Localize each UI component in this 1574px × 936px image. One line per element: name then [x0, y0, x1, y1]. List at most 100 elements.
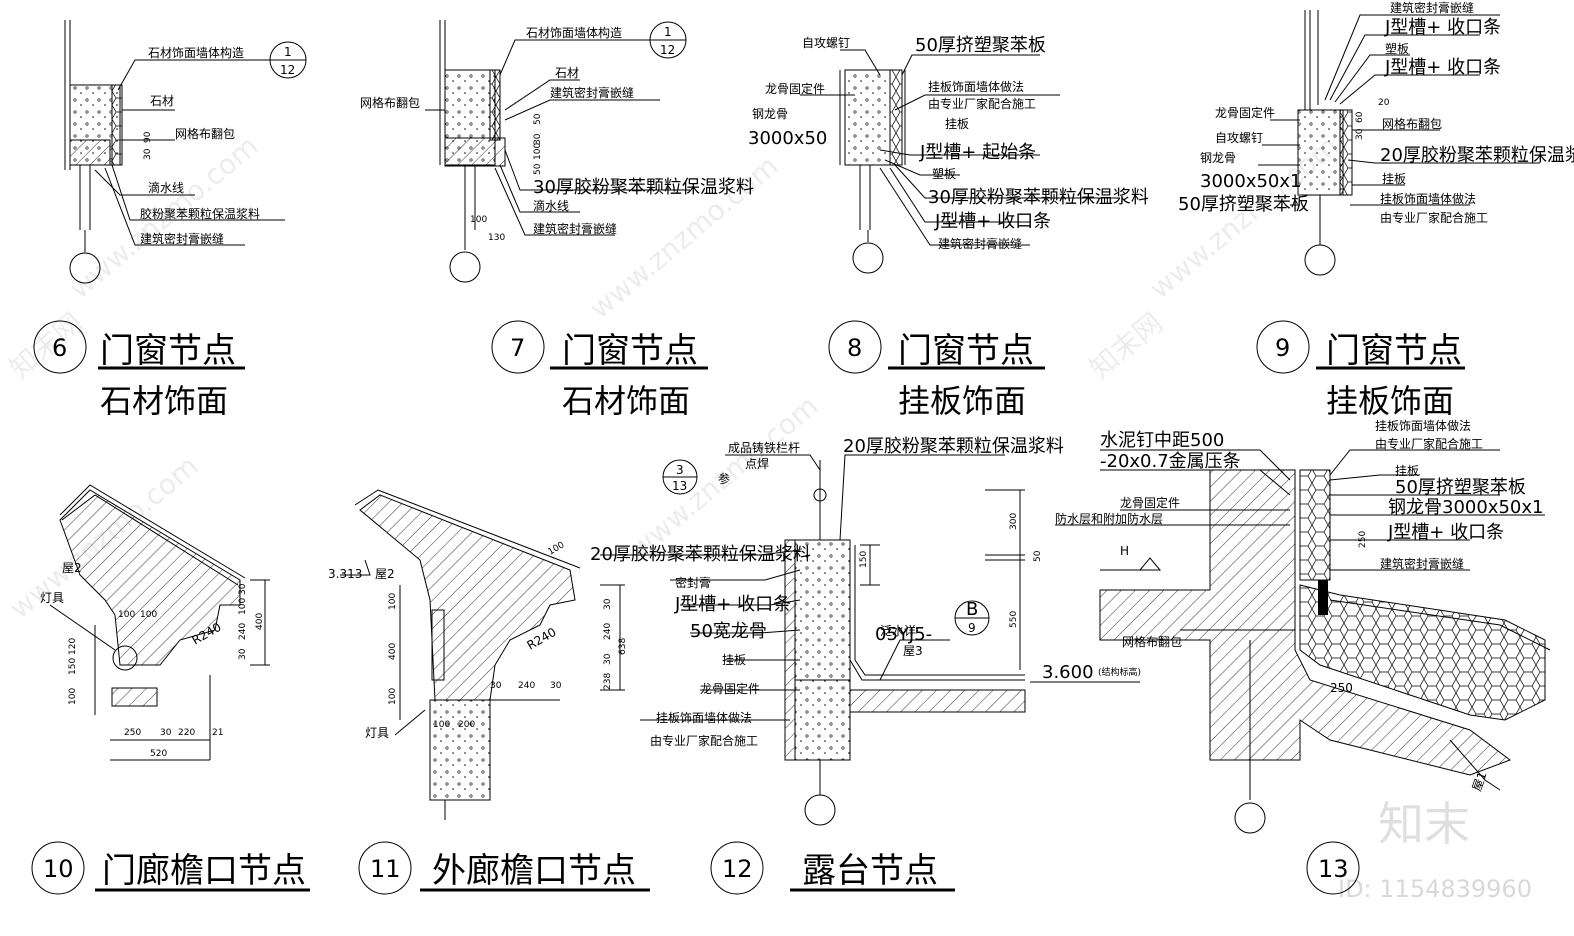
d7-label-2: 石材	[555, 66, 579, 80]
d8-number: 8	[847, 334, 862, 362]
d13-number-circle	[1306, 841, 1360, 895]
d7-title: 门窗节点	[562, 331, 698, 371]
d12-label-13: 05YJ5-	[875, 624, 932, 645]
d7-ref-bottom: 12	[660, 43, 675, 57]
d11-dim-1: 100	[547, 540, 567, 557]
d13-label-13: 屋1	[1470, 770, 1490, 793]
d11-dim-2: 400	[388, 643, 398, 660]
detail-12-axis-circle	[804, 794, 836, 826]
d6-ref-bottom: 12	[280, 63, 295, 77]
d10-dim-2: 120	[68, 638, 78, 655]
d6-dim-0: 90	[143, 131, 153, 143]
d8-label-11: J型槽+ 收口条	[934, 211, 1051, 232]
d12-label-8: 挂板	[722, 653, 746, 667]
d9-subtitle: 挂板饰面	[1326, 382, 1454, 420]
d6-label-0: 石材饰面墙体构造	[148, 45, 244, 60]
watermark-site-3: www.znzmo.com	[1143, 129, 1344, 305]
d8-label-0: 自攻螺钉	[802, 36, 850, 50]
d8-label-1: 50厚挤塑聚苯板	[915, 35, 1046, 56]
d11-dim-12: 638	[618, 638, 628, 655]
d12-number-circle	[710, 841, 764, 895]
d11-dim-6: 30	[550, 681, 562, 691]
d7-dim-0: 50	[533, 113, 543, 125]
d12-label-0: 成品铸铁栏杆	[728, 440, 800, 455]
d7-label-0: 石材饰面墙体构造	[526, 25, 622, 40]
d7-dim-1: 30	[533, 133, 543, 145]
detail-13: 水泥钉中距500 -20x0.7金属压条 挂板饰面墙体做法 由专业厂家配合施工 …	[1055, 418, 1551, 895]
d8-label-10: 30厚胶粉聚苯颗粒保温浆料	[928, 187, 1149, 208]
d11-dim-9: 30	[603, 598, 613, 610]
d9-label-1: J型槽+ 收口条	[1384, 17, 1501, 38]
d8-label-5: 挂板饰面墙体做法	[928, 79, 1024, 94]
d6-subtitle: 石材饰面	[100, 382, 228, 420]
d10-dim-0: 100	[118, 610, 135, 620]
d11-label-1: 屋2	[375, 567, 395, 581]
d9-label-13: 由专业厂家配合施工	[1380, 210, 1488, 225]
d11-dim-11: 30	[603, 653, 613, 665]
d10-title: 门廊檐口节点	[102, 851, 306, 891]
d7-dim-4: 100	[470, 215, 487, 225]
d6-label-5: 建筑密封膏嵌缝	[140, 231, 224, 246]
d7-dim-5: 130	[488, 233, 505, 243]
d10-dim-3: 150	[68, 658, 78, 675]
d11-number: 11	[370, 855, 401, 883]
d6-title: 门窗节点	[100, 331, 236, 371]
d8-label-7: 挂板	[945, 117, 969, 131]
d12-label-4: 20厚胶粉聚苯颗粒保温浆料	[590, 544, 811, 565]
d9-dim-0: 20	[1378, 98, 1390, 108]
d7-label-4: 30厚胶粉聚苯颗粒保温浆料	[533, 177, 754, 198]
d7-ref-top: 1	[664, 25, 672, 39]
d10-dim-5: 30	[238, 583, 248, 595]
d10-dim-13: 21	[212, 728, 223, 738]
d12-label-1: 点焊	[745, 456, 769, 471]
detail-8: 自攻螺钉 50厚挤塑聚苯板 龙骨固定件 钢龙骨 3000x50 挂板饰面墙体做法…	[748, 35, 1149, 420]
d10-dim-7: 240	[238, 623, 248, 640]
d13-label-12: 网格布翻包	[1122, 634, 1182, 649]
d8-label-8: J型槽+ 起始条	[919, 142, 1036, 163]
d13-dim-1: 250	[1330, 681, 1353, 695]
detail-6-axis-circle	[69, 252, 101, 284]
detail-10: 屋2 灯具 R240 100 100 120 150 100 30 100 24…	[31, 484, 310, 895]
d12-ref-bottom: 13	[672, 479, 687, 493]
d7-dim-2: 100	[533, 143, 543, 160]
watermark-id-text: ID: 1154839960	[1338, 875, 1532, 903]
d8-number-circle	[828, 320, 882, 374]
d12-label-9: 龙骨固定件	[700, 681, 760, 696]
d7-dim-3: 50	[533, 163, 543, 175]
d12-dim-3: 550	[1009, 611, 1019, 628]
d11-label-2: 灯具	[365, 726, 389, 740]
d13-label-10: H	[1120, 544, 1129, 558]
d13-label-3: 由专业厂家配合施工	[1375, 436, 1483, 451]
d10-number: 10	[43, 855, 74, 883]
d8-label-2: 龙骨固定件	[765, 81, 825, 96]
d9-dim-1: 60	[1355, 111, 1365, 123]
d7-label-3: 建筑密封膏嵌缝	[550, 85, 634, 100]
d12-label-10: 挂板饰面墙体做法	[656, 710, 752, 725]
watermark-logo-text: 知末	[1378, 797, 1470, 851]
d11-label-0: 3.313	[328, 567, 362, 581]
d9-dim-2: 30	[1355, 128, 1365, 140]
d12-label-14: 屋3	[903, 644, 923, 658]
d11-dim-8: 200	[458, 720, 475, 730]
d12-label-15: 3.600	[1042, 662, 1094, 683]
d10-dim-1: 100	[140, 610, 157, 620]
d8-label-6: 由专业厂家配合施工	[928, 96, 1036, 111]
d6-label-3: 滴水线	[148, 180, 184, 195]
d13-label-7: 钢龙骨3000x50x1	[1388, 497, 1543, 518]
d9-label-2: 塑板	[1385, 41, 1409, 56]
d12-label-16: (结构标高)	[1098, 666, 1141, 678]
d10-dim-9: 400	[255, 613, 265, 630]
d8-label-12: 建筑密封膏嵌缝	[938, 236, 1022, 251]
d12-label-11: 由专业厂家配合施工	[650, 733, 758, 748]
d7-label-1: 网格布翻包	[360, 95, 420, 110]
d13-number: 13	[1318, 855, 1349, 883]
d10-number-circle	[31, 841, 85, 895]
d9-label-10: 挂板	[1382, 172, 1406, 186]
d12-ref-top: 3	[676, 463, 684, 477]
d13-label-8: 防水层和附加防水层	[1055, 511, 1163, 526]
d9-label-3: J型槽+ 收口条	[1384, 57, 1501, 78]
d11-title: 外廊檐口节点	[432, 851, 636, 891]
d6-label-1: 石材	[150, 94, 174, 108]
